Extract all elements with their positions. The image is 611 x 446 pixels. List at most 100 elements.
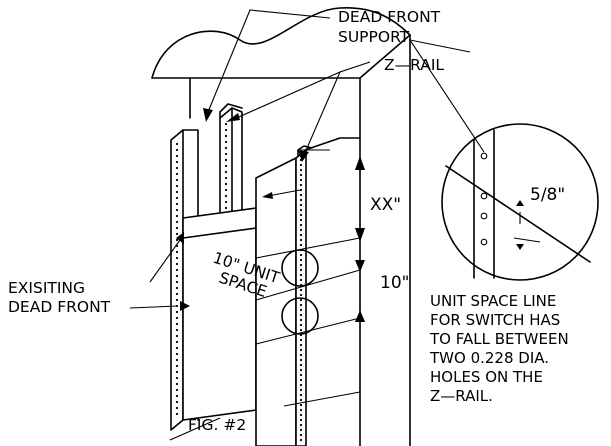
rail-holes-right — [299, 158, 303, 442]
note-line: TWO 0.228 DIA. — [429, 349, 549, 367]
rail-hole — [175, 184, 179, 188]
detail-magnified — [441, 123, 599, 281]
rail-hole — [224, 164, 228, 168]
rail-hole — [175, 352, 179, 356]
rail-hole — [175, 154, 179, 158]
rail-hole — [299, 228, 303, 232]
rail-hole — [299, 398, 303, 402]
rail-hole — [299, 293, 303, 297]
rail-hole — [299, 343, 303, 347]
rail-hole — [299, 213, 303, 217]
label-z-rail: Z—RAIL — [384, 56, 444, 74]
rail-hole — [175, 208, 179, 212]
rail-hole — [224, 176, 228, 180]
rail-hole — [299, 383, 303, 387]
rail-hole — [175, 172, 179, 176]
rail-hole — [299, 268, 303, 272]
rail-hole — [175, 298, 179, 302]
rail-hole — [224, 188, 228, 192]
left-z-rail — [170, 103, 243, 431]
rail-holes-left — [175, 122, 228, 416]
note-line: Z—RAIL. — [430, 387, 493, 405]
rail-hole — [299, 303, 303, 307]
rail-hole — [299, 408, 303, 412]
rail-hole — [175, 220, 179, 224]
rail-hole — [175, 238, 179, 242]
rail-hole — [224, 194, 228, 198]
rail-hole — [175, 214, 179, 218]
right-z-rail — [255, 145, 313, 446]
rail-hole — [175, 364, 179, 368]
rail-hole — [224, 206, 228, 210]
rail-hole — [299, 183, 303, 187]
rail-hole — [299, 403, 303, 407]
rail-hole — [175, 340, 179, 344]
rail-hole — [299, 313, 303, 317]
label-dim-10: 10" — [380, 273, 409, 293]
rail-hole — [175, 406, 179, 410]
rail-hole — [299, 298, 303, 302]
rail-hole — [175, 394, 179, 398]
back-rail — [304, 137, 361, 151]
rail-hole — [299, 368, 303, 372]
rail-hole — [224, 158, 228, 162]
rail-hole — [224, 134, 228, 138]
note-line: UNIT SPACE LINE — [430, 292, 556, 310]
rail-hole — [175, 268, 179, 272]
rail-hole — [299, 253, 303, 257]
rail-hole — [224, 182, 228, 186]
rail-hole — [175, 250, 179, 254]
rail-hole — [299, 243, 303, 247]
rail-hole — [175, 178, 179, 182]
rail-hole — [224, 128, 228, 132]
rail-hole — [299, 233, 303, 237]
rail-hole — [299, 198, 303, 202]
label-existing-2: DEAD FRONT — [8, 298, 111, 316]
rail-hole — [175, 148, 179, 152]
rail-hole — [299, 163, 303, 167]
rail-hole — [299, 203, 303, 207]
rail-hole — [299, 318, 303, 322]
rail-hole — [175, 328, 179, 332]
rail-hole — [175, 388, 179, 392]
rail-hole — [299, 353, 303, 357]
rail-hole — [299, 433, 303, 437]
rail-hole — [299, 438, 303, 442]
rail-hole — [175, 376, 179, 380]
rail-hole — [299, 363, 303, 367]
rail-hole — [175, 382, 179, 386]
rail-hole — [175, 202, 179, 206]
rail-hole — [175, 232, 179, 236]
leaders — [129, 9, 485, 441]
existing-dead-front-panel — [182, 207, 257, 421]
rail-hole — [175, 142, 179, 146]
rail-hole — [175, 286, 179, 290]
rail-hole — [175, 292, 179, 296]
rail-hole — [175, 160, 179, 164]
rail-hole — [175, 370, 179, 374]
rail-hole — [224, 200, 228, 204]
rail-hole — [175, 262, 179, 266]
rail-hole — [299, 258, 303, 262]
rail-hole — [299, 208, 303, 212]
dimension-xx — [355, 156, 365, 242]
rail-hole — [299, 388, 303, 392]
label-figure: FIG. #2 — [188, 416, 246, 434]
rail-hole — [175, 358, 179, 362]
rail-hole — [299, 173, 303, 177]
rail-hole — [299, 273, 303, 277]
dimension-10 — [355, 260, 365, 322]
rail-hole — [299, 358, 303, 362]
rail-hole — [299, 178, 303, 182]
rail-hole — [224, 152, 228, 156]
rail-hole — [299, 278, 303, 282]
label-dim-xx: XX" — [370, 195, 401, 215]
rail-hole — [175, 412, 179, 416]
rail-hole — [299, 323, 303, 327]
rail-hole — [175, 334, 179, 338]
rail-hole — [175, 166, 179, 170]
rail-hole — [299, 328, 303, 332]
note-line: FOR SWITCH HAS — [430, 311, 560, 329]
